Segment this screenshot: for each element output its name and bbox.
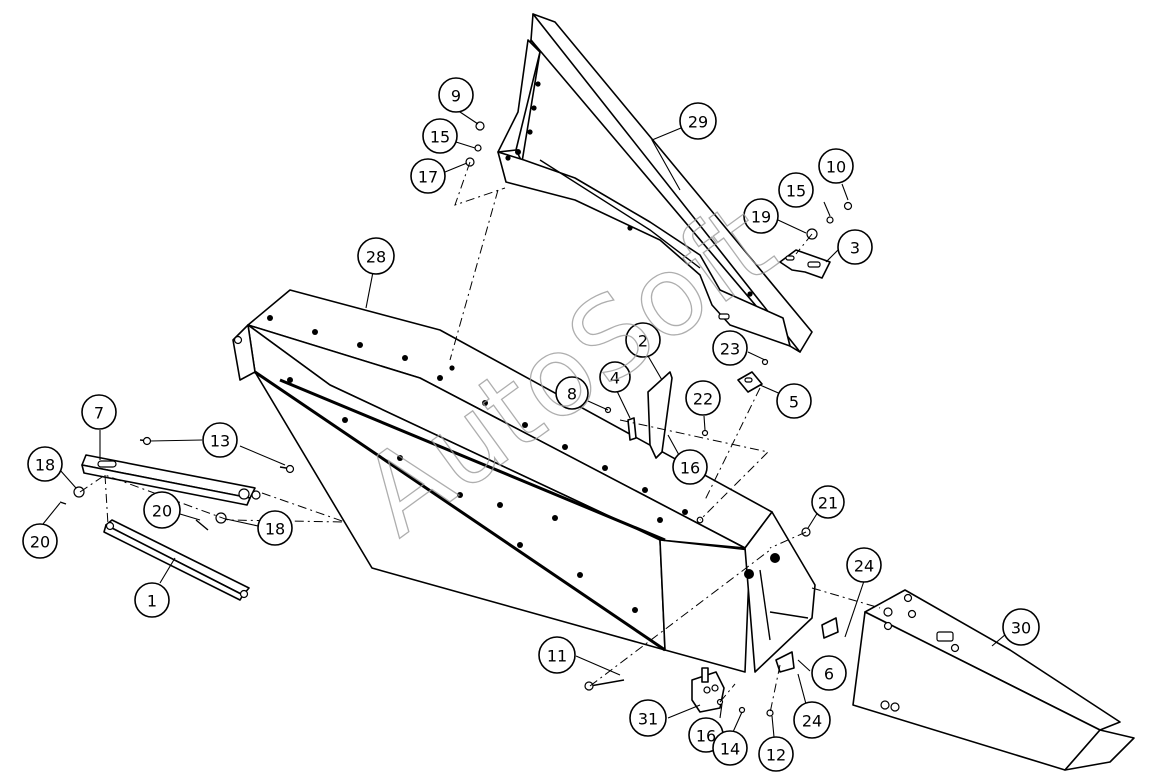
callout-label: 3 [850, 239, 860, 258]
callout-label: 6 [824, 665, 834, 684]
callout-label: 29 [688, 113, 708, 132]
hardware [59, 121, 853, 717]
callout-label: 9 [451, 87, 461, 106]
callout-c18b: 18 [257, 510, 293, 546]
callout-c29: 29 [679, 102, 717, 140]
callout-c7: 7 [81, 394, 117, 430]
callout-c12: 12 [758, 736, 794, 772]
callout-label: 16 [680, 459, 700, 478]
callout-c15b: 15 [778, 172, 814, 208]
part-29-upper-frame [497, 13, 813, 353]
callout-c18a: 18 [27, 446, 63, 482]
part-1-lower-link [103, 519, 250, 601]
callout-label: 12 [766, 746, 786, 765]
callout-c4: 4 [599, 361, 631, 393]
callout-label: 18 [35, 456, 55, 475]
callout-c10: 10 [818, 148, 854, 184]
part-7-link [81, 454, 261, 506]
callout-label: 15 [786, 182, 806, 201]
callout-label: 5 [789, 393, 799, 412]
callout-c30: 30 [1002, 608, 1040, 646]
callout-c20b: 20 [143, 491, 181, 529]
part-28-main-body [232, 289, 816, 673]
callout-c1: 1 [134, 582, 170, 618]
callout-c6: 6 [811, 655, 847, 691]
callout-label: 24 [854, 557, 874, 576]
callout-c3: 3 [837, 229, 873, 265]
callout-c28: 28 [357, 237, 395, 275]
callout-label: 24 [802, 712, 822, 731]
callout-label: 23 [720, 340, 740, 359]
callout-c9: 9 [438, 77, 474, 113]
callout-label: 13 [210, 432, 230, 451]
callout-label: 22 [693, 390, 713, 409]
callout-label: 18 [265, 520, 285, 539]
callout-c11: 11 [538, 636, 576, 674]
callout-label: 28 [366, 248, 386, 267]
callout-c2: 2 [625, 322, 661, 358]
callout-label: 20 [152, 502, 172, 521]
callout-c13: 13 [202, 422, 238, 458]
callout-c5: 5 [776, 383, 812, 419]
callout-c24a: 24 [846, 547, 882, 583]
callout-c23: 23 [712, 330, 748, 366]
callout-label: 21 [818, 494, 838, 513]
callout-leaders [42, 109, 1007, 738]
callout-c20a: 20 [22, 523, 58, 559]
callout-label: 2 [638, 332, 648, 351]
callout-label: 11 [547, 647, 567, 666]
callout-c8: 8 [555, 376, 589, 410]
callout-label: 15 [430, 128, 450, 147]
callout-label: 1 [147, 592, 157, 611]
callout-c19: 19 [743, 198, 779, 234]
callout-label: 8 [567, 385, 577, 404]
callout-c22: 22 [685, 380, 721, 416]
callout-label: 17 [418, 168, 438, 187]
callout-label: 14 [720, 740, 740, 759]
callout-c14: 14 [712, 730, 748, 766]
callout-label: 31 [638, 710, 658, 729]
callout-label: 4 [610, 369, 620, 388]
callout-c24b: 24 [793, 701, 831, 739]
part-30-end-piece [852, 589, 1135, 771]
callout-label: 20 [30, 533, 50, 552]
callout-c17: 17 [410, 158, 446, 194]
callout-label: 16 [696, 727, 716, 746]
callout-label: 19 [751, 208, 771, 227]
callout-c21: 21 [811, 485, 845, 519]
callout-label: 30 [1011, 619, 1031, 638]
callout-label: 7 [94, 404, 104, 423]
callout-c31: 31 [629, 699, 667, 737]
callout-c16a: 16 [672, 449, 708, 485]
callout-c15a: 15 [422, 118, 458, 154]
callout-label: 10 [826, 158, 846, 177]
